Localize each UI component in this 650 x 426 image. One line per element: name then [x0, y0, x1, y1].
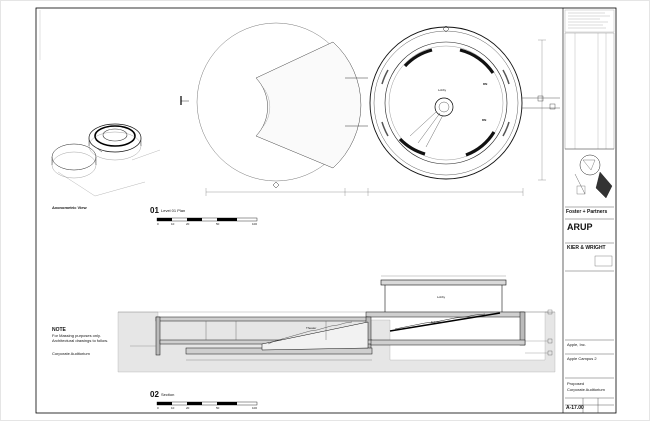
engineer-name: ARUP [567, 222, 593, 232]
section-label-lobby: Lobby [437, 295, 446, 299]
plan-room-label-dn-2: DN [482, 118, 487, 122]
section-label-exhibition: Exhibition [431, 320, 445, 324]
section-drawing-title: Section [161, 392, 175, 397]
sheet-number: A-17.00 [566, 405, 584, 411]
section-scale-tick-2: 20 [186, 406, 190, 410]
plan-scale-tick-0: 0 [157, 222, 159, 226]
client-name: Apple, Inc. [567, 342, 586, 347]
plan-drawing-title: Level 01 Plan [161, 208, 186, 213]
note-subject: Corporate Auditorium [52, 351, 90, 356]
title-block [564, 9, 615, 413]
building-section [117, 275, 556, 373]
axonometric-view-title: Axonometric View [52, 205, 87, 210]
plan-scale-tick-4: 100 [252, 222, 258, 226]
drawing-title-line-1: Proposed [567, 381, 585, 386]
section-scale-tick-3: 50 [216, 406, 220, 410]
contractor-name: KIER & WRIGHT [567, 245, 606, 251]
section-scale-tick-1: 10 [171, 406, 175, 410]
plan-scale-tick-2: 20 [186, 222, 190, 226]
plan-scale-tick-1: 10 [171, 222, 175, 226]
plan-scale-bar [156, 217, 258, 222]
drawing-title-line-2: Corporate Auditorium [567, 387, 605, 392]
plan-room-label-dn-1: DN [483, 82, 488, 86]
section-scale-bar [156, 401, 258, 406]
plan-drawing-number: 01 [150, 206, 159, 215]
architect-name: Foster + Partners [566, 209, 608, 215]
sheet-border [35, 7, 617, 414]
section-drawing-number: 02 [150, 390, 159, 399]
note-heading: NOTE [52, 327, 66, 333]
note-line-1: For Massing purposes only. [52, 333, 101, 338]
plan-room-label-lobby: Lobby [438, 88, 447, 92]
section-label-theater: Theater [306, 326, 317, 330]
level-01-plan [180, 22, 560, 196]
section-scale-tick-0: 0 [157, 406, 159, 410]
project-name: Apple Campus 2 [567, 356, 597, 361]
note-line-2: Architectural drawings to follow. [52, 338, 109, 343]
section-scale-tick-4: 100 [252, 406, 258, 410]
plan-scale-tick-3: 50 [216, 222, 220, 226]
axonometric-view [51, 123, 161, 197]
